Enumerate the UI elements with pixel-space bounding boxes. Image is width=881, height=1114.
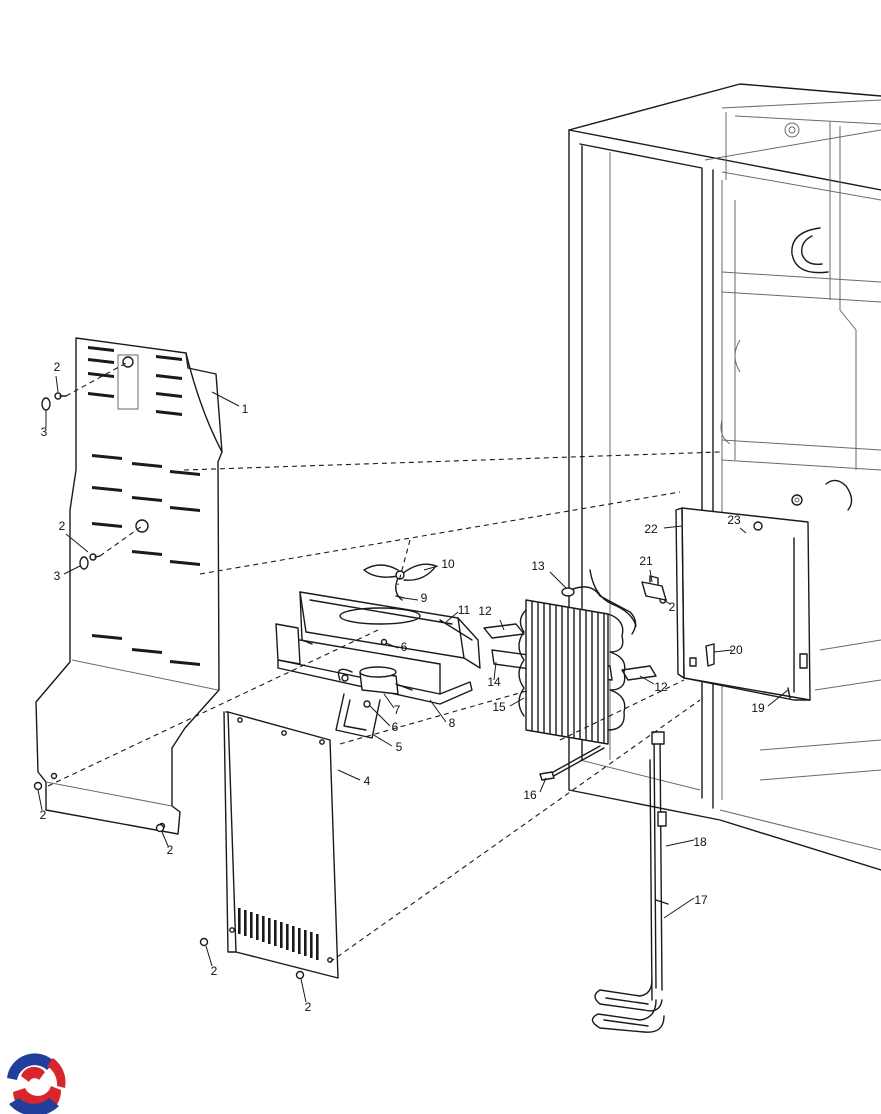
callout-6: 6 — [392, 720, 399, 734]
callout-21: 21 — [639, 554, 653, 568]
callout-13: 13 — [531, 559, 545, 573]
callout-10: 10 — [441, 557, 455, 571]
defrost-heater — [591, 731, 669, 1033]
callout-7: 7 — [394, 703, 401, 717]
callout-23: 23 — [727, 513, 741, 527]
callout-2: 2 — [211, 964, 218, 978]
alignment-lines — [47, 361, 721, 963]
callout-16: 16 — [523, 788, 537, 802]
callout-2: 2 — [305, 1000, 312, 1014]
evaporator-coil — [518, 569, 637, 781]
callout-2: 2 — [167, 843, 174, 857]
evaporator-back-panel — [675, 494, 811, 701]
retaining-clip — [641, 575, 667, 601]
callout-11: 11 — [458, 603, 471, 617]
callout-4: 4 — [364, 774, 371, 788]
callout-19: 19 — [751, 701, 765, 715]
callout-2: 2 — [54, 360, 61, 374]
callout-17: 17 — [694, 893, 708, 907]
callout-15: 15 — [492, 700, 506, 714]
callout-6: 6 — [401, 640, 408, 654]
callout-1: 1 — [242, 402, 249, 416]
leader-lines — [37, 375, 789, 1003]
swirl-logo-icon — [5, 1052, 66, 1114]
callout-20: 20 — [729, 643, 743, 657]
fan-housing — [299, 591, 481, 669]
vent-slots — [88, 346, 200, 666]
callout-8: 8 — [449, 716, 456, 730]
callout-18: 18 — [693, 835, 707, 849]
callout-12: 12 — [478, 604, 492, 618]
callout-3: 3 — [54, 569, 61, 583]
coil-fins — [531, 601, 605, 743]
callout-2: 2 — [59, 519, 66, 533]
evaporator-cover-panel — [35, 337, 223, 835]
callout-3: 3 — [41, 425, 48, 439]
callout-22: 22 — [644, 522, 658, 536]
lower-access-cover — [223, 711, 339, 979]
callout-14: 14 — [487, 675, 501, 689]
callout-5: 5 — [396, 740, 403, 754]
fan-motor — [335, 638, 413, 739]
callout-2: 2 — [40, 808, 47, 822]
fan-blade — [363, 539, 437, 601]
grille-slots — [238, 908, 319, 960]
callout-9: 9 — [421, 591, 428, 605]
callout-12: 12 — [654, 680, 668, 694]
refrigerator-cabinet — [568, 83, 881, 871]
fan-bracket — [275, 623, 473, 705]
callout-2: 2 — [669, 600, 676, 614]
